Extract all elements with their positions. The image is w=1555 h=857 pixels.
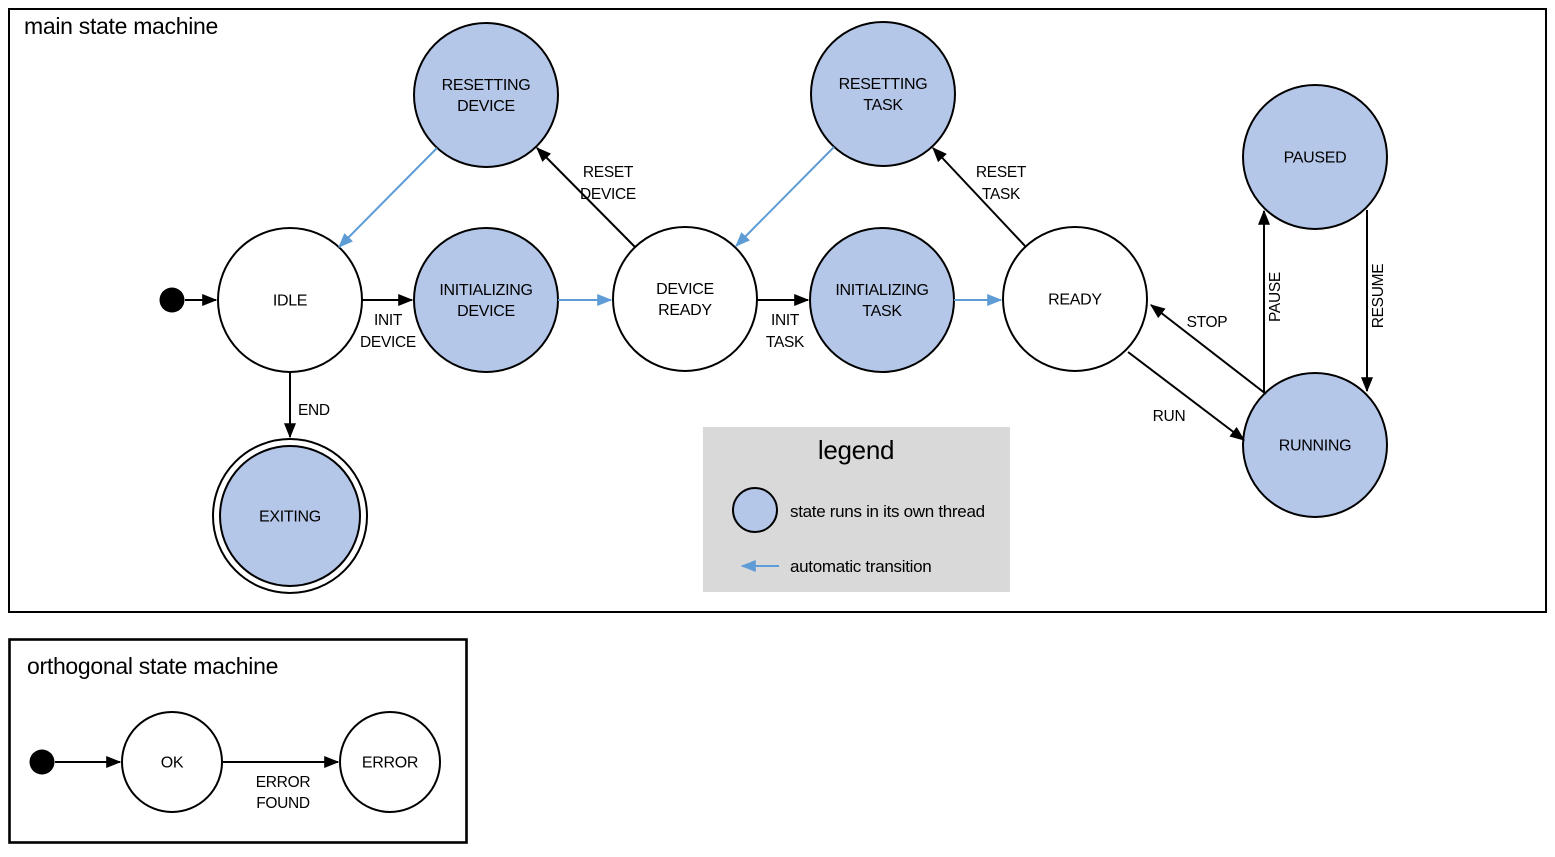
state-paused-label: PAUSED [1284, 150, 1347, 167]
transition-init-task-label-line2: TASK [766, 334, 805, 351]
transition-run-label: RUN [1153, 408, 1186, 425]
state-resetting-task-label-line2: TASK [863, 97, 903, 114]
legend-title: legend [818, 435, 894, 465]
transition-stop [1150, 304, 1267, 395]
state-paused [1242, 84, 1388, 230]
orthogonal-state-machine-panel [8, 638, 468, 844]
transition-reset-task-label-line2: TASK [982, 186, 1021, 203]
transition-run [1127, 351, 1245, 441]
state-device-ready-label-line1: DEVICE [656, 281, 714, 298]
state-ready [1002, 226, 1148, 372]
transition-reset-device [536, 147, 636, 248]
initial-state-dot [159, 287, 185, 313]
state-initializing-task-label-line2: TASK [862, 303, 902, 320]
main-state-machine-panel [8, 8, 1547, 613]
transition-reset-task [932, 147, 1027, 248]
transition-stop-label: STOP [1187, 314, 1228, 331]
legend-thread-state-label: state runs in its own thread [790, 502, 985, 521]
transition-error-found-label-line2: FOUND [256, 795, 310, 812]
state-exiting-label: EXITING [259, 509, 321, 526]
transition-auto-resettask-to-devready [735, 146, 835, 247]
transition-reset-task-label-line1: RESET [976, 164, 1027, 181]
state-initializing-device [413, 227, 559, 373]
state-error [339, 711, 441, 813]
transition-reset-device-label-line2: DEVICE [580, 186, 636, 203]
legend-auto-transition-label: automatic transition [790, 557, 931, 576]
state-resetting-device [413, 22, 559, 168]
state-resetting-task [810, 21, 956, 167]
transition-error-found-label-line1: ERROR [256, 774, 311, 791]
transition-auto-resetdev-to-idle [338, 147, 438, 248]
transition-init-task-label-line1: INIT [771, 312, 800, 329]
main-panel-title: main state machine [24, 13, 218, 39]
transition-resume-label: RESUME [1370, 264, 1387, 329]
state-idle-label: IDLE [273, 293, 307, 310]
transition-pause-label: PAUSE [1267, 272, 1284, 322]
state-initializing-task [809, 227, 955, 373]
state-error-label: ERROR [362, 755, 418, 772]
state-resetting-device-label-line1: RESETTING [442, 77, 531, 94]
state-ok [121, 711, 223, 813]
transition-init-device-label-line2: DEVICE [360, 334, 416, 351]
legend-thread-state-icon [732, 487, 778, 533]
orthogonal-initial-state-dot [29, 749, 55, 775]
state-initializing-device-label-line1: INITIALIZING [439, 282, 532, 299]
state-device-ready-label-line2: READY [658, 302, 712, 319]
state-device-ready [612, 226, 758, 372]
state-running [1242, 372, 1388, 518]
state-resetting-device-label-line2: DEVICE [457, 98, 515, 115]
transition-end-label: END [298, 402, 330, 419]
state-ready-label: READY [1048, 292, 1102, 309]
state-initializing-task-label-line1: INITIALIZING [835, 282, 928, 299]
state-initializing-device-label-line2: DEVICE [457, 303, 515, 320]
state-resetting-task-label-line1: RESETTING [839, 76, 928, 93]
orthogonal-panel-title: orthogonal state machine [27, 653, 278, 679]
state-ok-label: OK [161, 755, 184, 772]
transition-init-device-label-line1: INIT [374, 312, 403, 329]
state-running-label: RUNNING [1279, 438, 1352, 455]
transition-reset-device-label-line1: RESET [583, 164, 634, 181]
state-exiting [219, 445, 361, 587]
